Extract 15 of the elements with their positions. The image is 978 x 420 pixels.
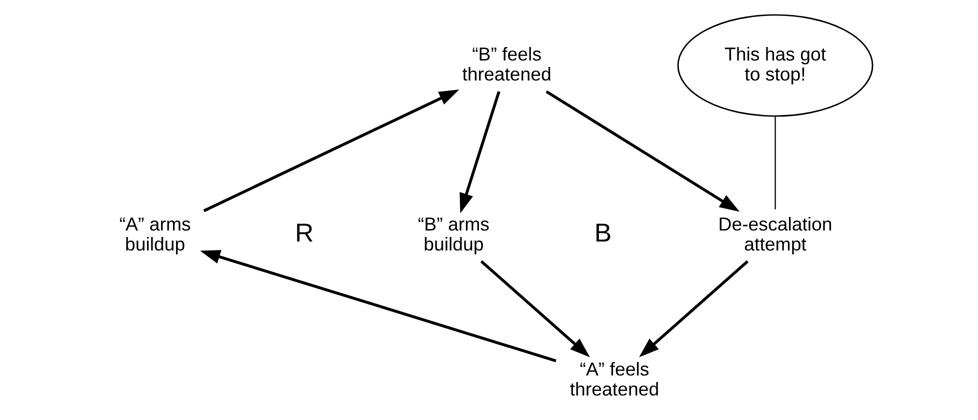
node-text: “B” feels threatened (462, 42, 551, 84)
node-text: “A” feels threatened (569, 358, 659, 399)
node-text: De-escalation attempt (718, 212, 832, 254)
node-text: “B” arms buildup (417, 212, 489, 254)
arrow (480, 260, 590, 357)
arrow (638, 260, 748, 357)
label: B (594, 219, 612, 248)
arrow (545, 90, 740, 212)
arrow (200, 250, 556, 362)
arrow (459, 90, 500, 213)
node-text: “A” arms buildup (118, 212, 190, 254)
label: R (294, 219, 314, 248)
node-ellipse: This has got to stop! (676, 14, 873, 116)
connector (774, 116, 776, 209)
arrow (202, 89, 459, 212)
